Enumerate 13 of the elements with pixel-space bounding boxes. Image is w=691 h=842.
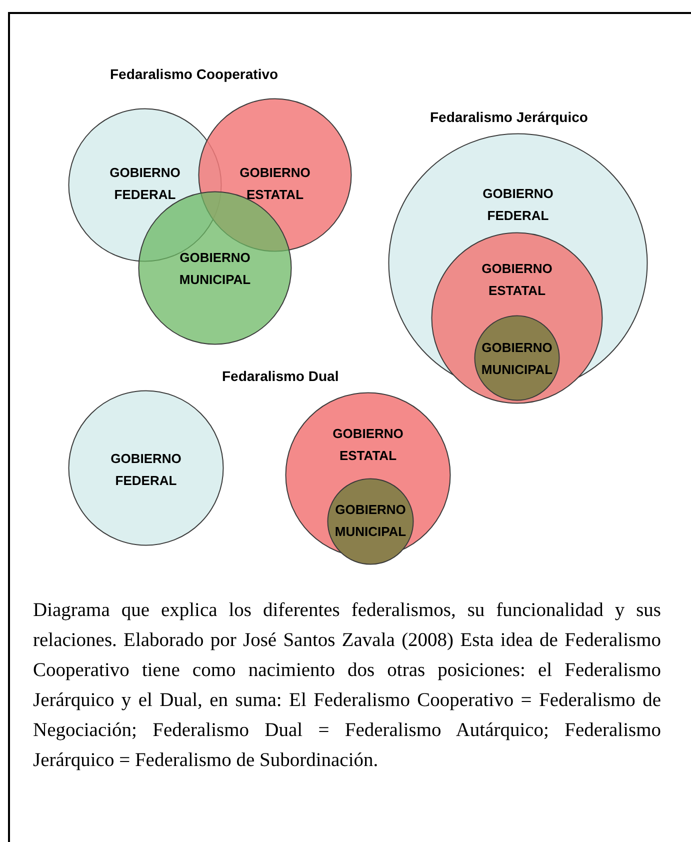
circle-label: GOBIERNO FEDERAL	[110, 450, 182, 490]
group-label: Fedaralismo Cooperativo	[110, 65, 278, 84]
group-label: Fedaralismo Dual	[222, 367, 339, 386]
group-label: Fedaralismo Jerárquico	[430, 108, 588, 127]
circle-label: GOBIERNO ESTATAL	[332, 425, 404, 465]
circle-label: GOBIERNO FEDERAL	[108, 164, 182, 204]
circle-label: GOBIERNO MUNICIPAL	[178, 249, 252, 289]
caption: Diagrama que explica los diferentes federalismos, su funcionalidad y sus relaciones. Elaborado por José Santos Zavala (2008) Esta idea de Federalismo Cooperativo tiene como nacimiento dos otras posiciones: el Federalismo Jerárquico y el Dual, en suma: El Federalismo Cooperativo = Federalismo de Negociación; Federalismo Dual = Federalismo Autárquico; Federalismo Jerárquico = Federalismo de Subordinación.	[33, 599, 661, 773]
circle-label: GOBIERNO MUNICIPAL	[334, 501, 408, 541]
circle-label: GOBIERNO MUNICIPAL	[480, 339, 554, 379]
circle-label: GOBIERNO ESTATAL	[480, 260, 554, 300]
circle-label: GOBIERNO ESTATAL	[238, 164, 312, 204]
circle-label: GOBIERNO FEDERAL	[482, 185, 554, 225]
